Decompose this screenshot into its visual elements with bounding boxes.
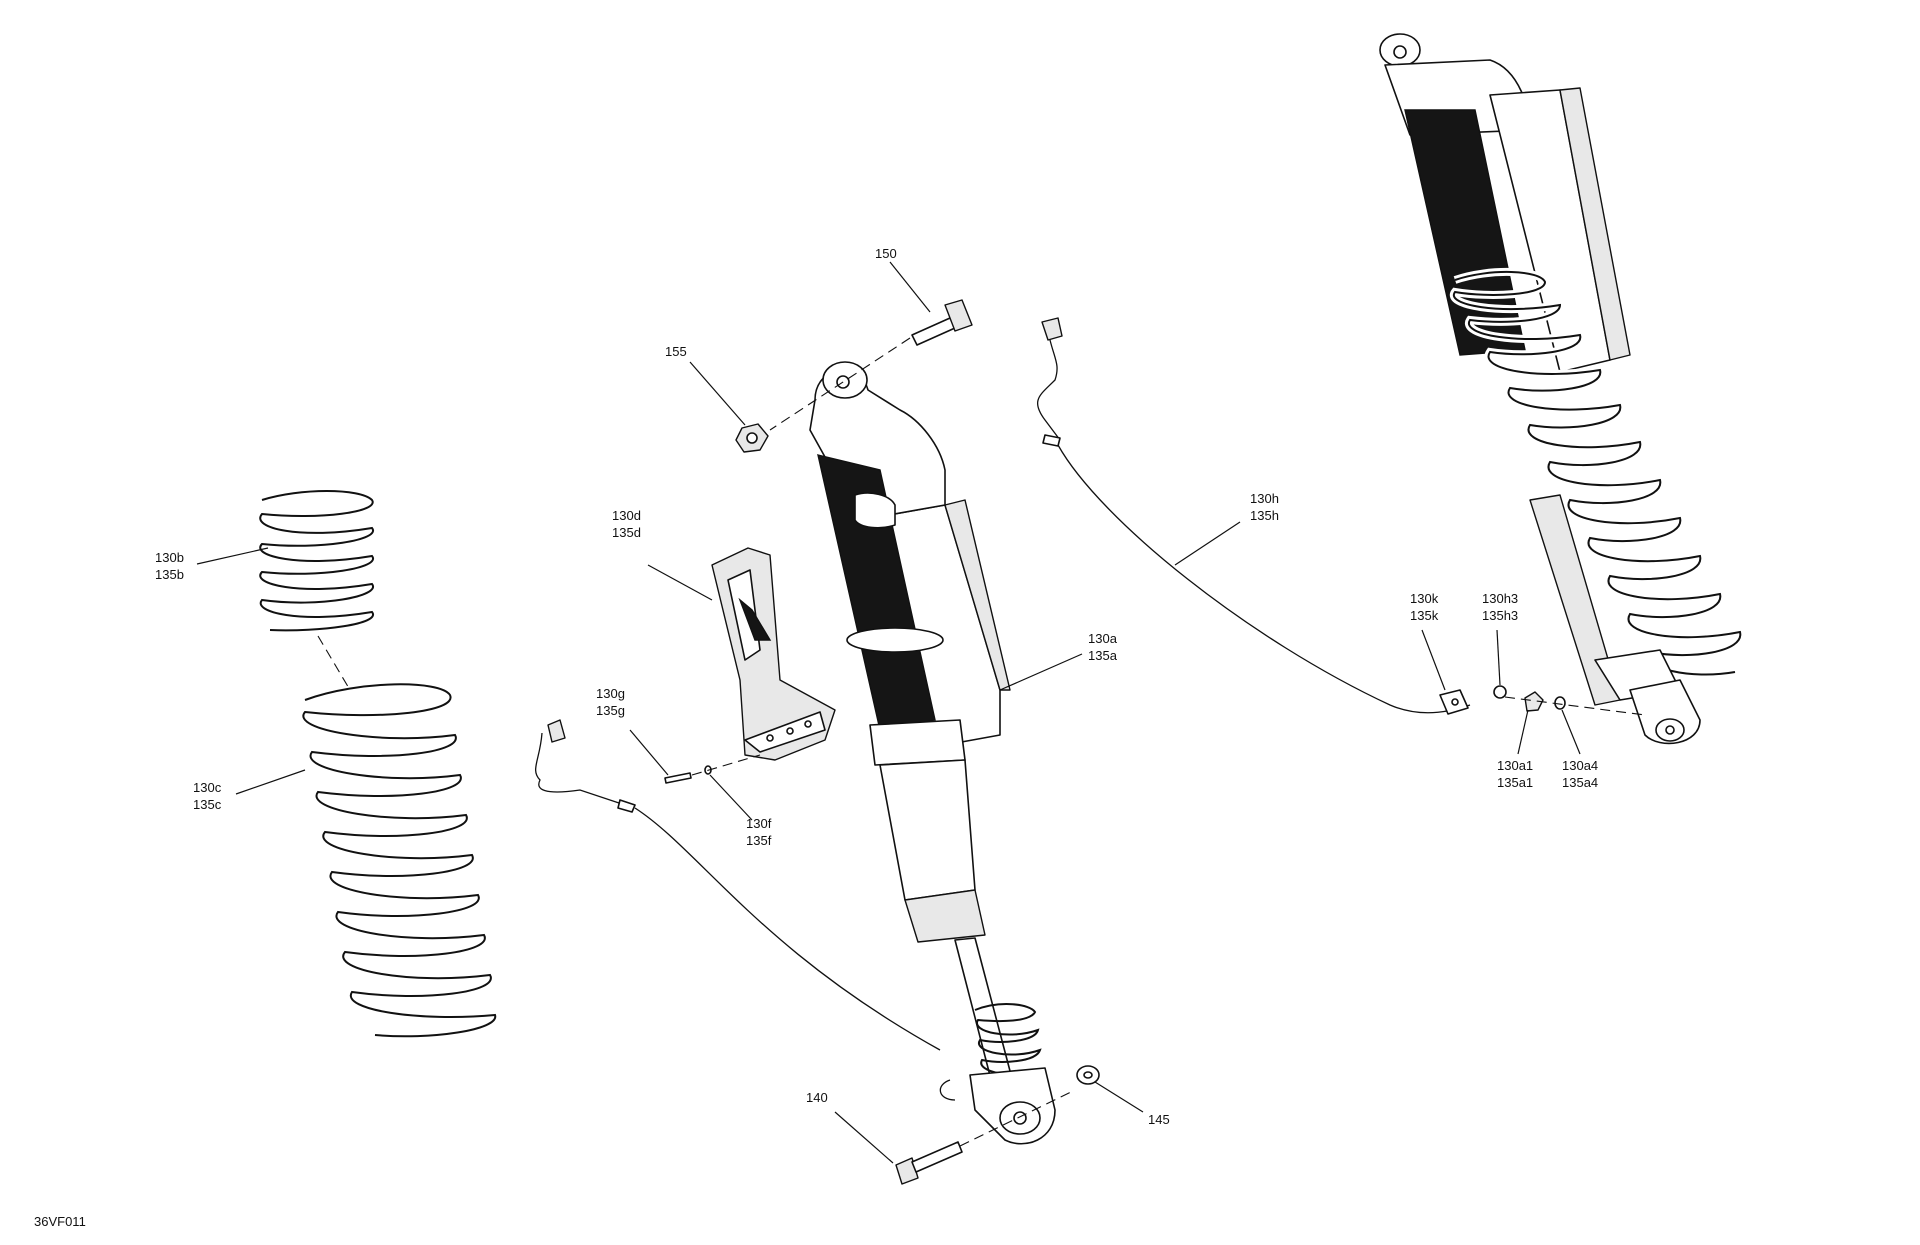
callout-130k: 130k xyxy=(1410,591,1439,606)
callout-130b: 130b xyxy=(155,550,184,565)
callout-135f: 135f xyxy=(746,833,772,848)
main-spring-part[interactable] xyxy=(299,680,500,1041)
callout-135g: 135g xyxy=(596,703,625,718)
right-shock-absorber[interactable] xyxy=(1379,33,1745,745)
lower-bolt-axis xyxy=(959,1089,1076,1147)
left-sensor-harness[interactable] xyxy=(535,719,941,1051)
callout-135a1: 135a1 xyxy=(1497,775,1533,790)
callout-130h3: 130h3 xyxy=(1482,591,1518,606)
sensor-washer-part[interactable] xyxy=(1554,696,1566,710)
callout-150: 150 xyxy=(875,246,897,261)
right-sensor-harness[interactable] xyxy=(1036,317,1471,714)
upper-bolt-part[interactable] xyxy=(911,299,973,346)
callout-135b: 135b xyxy=(155,567,184,582)
shock-guard-part[interactable] xyxy=(711,547,836,761)
callout-130g: 130g xyxy=(596,686,625,701)
callout-130d: 130d xyxy=(612,508,641,523)
callout-130a: 130a xyxy=(1088,631,1118,646)
callout-135a: 135a xyxy=(1088,648,1118,663)
callout-130h: 130h xyxy=(1250,491,1279,506)
callout-145: 145 xyxy=(1148,1112,1170,1127)
callout-135h3: 135h3 xyxy=(1482,608,1518,623)
guard-screw-part[interactable] xyxy=(664,772,692,784)
callout-135c: 135c xyxy=(193,797,222,812)
spring-axis-line xyxy=(317,635,351,691)
lower-bolt-part[interactable] xyxy=(895,1141,963,1185)
callout-130c: 130c xyxy=(193,780,222,795)
upper-spring-part[interactable] xyxy=(256,487,378,635)
callout-135k: 135k xyxy=(1410,608,1439,623)
sensor-hardware-axis xyxy=(1504,696,1646,716)
callout-135d: 135d xyxy=(612,525,641,540)
callout-155: 155 xyxy=(665,344,687,359)
callout-140: 140 xyxy=(806,1090,828,1105)
sensor-nut-part[interactable] xyxy=(1524,691,1544,712)
drawing-code: 36VF011 xyxy=(34,1214,86,1229)
callout-130a1: 130a1 xyxy=(1497,758,1533,773)
callout-130a4: 130a4 xyxy=(1562,758,1598,773)
callout-135h: 135h xyxy=(1250,508,1279,523)
upper-nut-part[interactable] xyxy=(735,423,769,453)
lower-nut-part[interactable] xyxy=(1076,1065,1100,1085)
callout-135a4: 135a4 xyxy=(1562,775,1598,790)
center-shock-absorber[interactable] xyxy=(809,361,1056,1145)
sensor-bracket-part[interactable] xyxy=(1439,689,1469,715)
upper-bolt-axis xyxy=(769,337,911,431)
callout-130f: 130f xyxy=(746,816,772,831)
leader-lines xyxy=(196,261,1581,1164)
sensor-oring-part[interactable] xyxy=(1493,685,1507,699)
guard-screw-axis xyxy=(691,754,761,776)
